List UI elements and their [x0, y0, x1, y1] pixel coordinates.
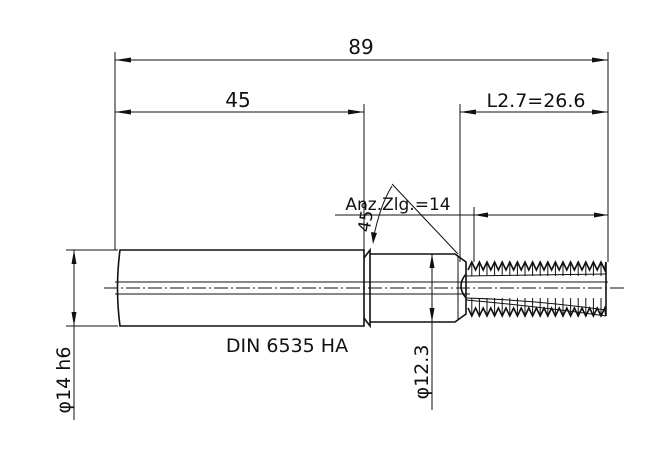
- thread-section: [460, 260, 607, 318]
- angle-reference-line: [391, 183, 459, 255]
- arrowhead: [429, 254, 435, 268]
- dimension-label-thread-length: L2.7=26.6: [486, 90, 585, 112]
- arrowhead: [429, 308, 435, 322]
- arrowhead: [371, 232, 377, 244]
- thread-profile-top: [467, 260, 607, 273]
- arrowhead: [460, 109, 476, 115]
- arrowhead: [348, 109, 364, 115]
- thread-entry-curve: [460, 273, 467, 299]
- arrowhead: [115, 57, 131, 63]
- flute-line-1: [465, 273, 607, 277]
- label-neck-diameter: φ12.3: [411, 345, 433, 400]
- dimension-shank-diameter: φ14 h6: [53, 249, 118, 420]
- thread-ribs: [471, 262, 602, 316]
- flute-line-3: [465, 299, 607, 317]
- dimension-neck-diameter: φ12.3: [411, 254, 435, 410]
- dimension-label-45: 45: [225, 88, 250, 112]
- arrowhead: [71, 312, 77, 326]
- dimension-label-89: 89: [348, 35, 373, 59]
- arrowhead: [115, 109, 131, 115]
- arrowhead: [594, 212, 608, 218]
- label-shank-diameter: φ14 h6: [53, 347, 75, 414]
- arrowhead: [592, 109, 608, 115]
- arrowhead: [474, 212, 488, 218]
- standard-label: DIN 6535 HA: [226, 335, 348, 357]
- dimension-teeth-count: Anz.Zlg.=14: [335, 195, 608, 262]
- dimension-thread-length: L2.7=26.6: [459, 90, 608, 262]
- dimension-shank-length: 45: [115, 88, 365, 252]
- arrowhead: [592, 57, 608, 63]
- tool-shank: [115, 249, 608, 327]
- arrowhead: [71, 250, 77, 264]
- dimension-overall-length: 89: [114, 35, 609, 262]
- label-teeth-count: Anz.Zlg.=14: [345, 195, 450, 215]
- dimension-chamfer-angle: 45°: [355, 183, 459, 255]
- thread-profile-bottom: [467, 305, 607, 318]
- shank-outline: [116, 249, 365, 327]
